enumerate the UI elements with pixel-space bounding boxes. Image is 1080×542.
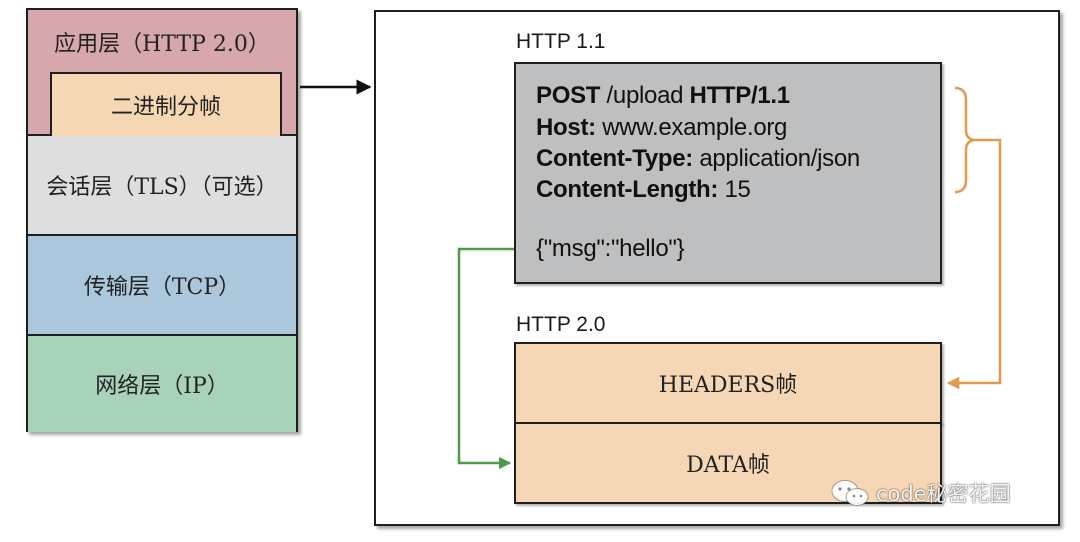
request-version: HTTP/1.1 <box>689 82 791 109</box>
content-type-header: Content-Type: application/json <box>536 145 860 173</box>
network-layer-label: 网络层（IP） <box>95 374 229 399</box>
session-layer-label: 会话层（TLS）（可选） <box>46 175 278 200</box>
http2-label: HTTP 2.0 <box>516 313 606 336</box>
protocol-stack: 应用层（HTTP 2.0） 二进制分帧 会话层（TLS）（可选） 传输层（TCP… <box>26 8 298 432</box>
network-layer: 网络层（IP） <box>28 336 296 432</box>
content-type-value: application/json <box>692 145 860 172</box>
http11-label: HTTP 1.1 <box>516 30 606 53</box>
content-length-key: Content-Length: <box>536 176 719 203</box>
request-method: POST <box>536 82 601 109</box>
watermark-text: code秘密花园 <box>876 482 1011 506</box>
http11-request-box: POST /upload HTTP/1.1 Host: www.example.… <box>514 62 942 284</box>
host-header-value: www.example.org <box>595 114 788 141</box>
transport-layer-label: 传输层（TCP） <box>83 275 241 300</box>
request-path: /upload <box>600 82 690 109</box>
watermark: code秘密花园 <box>830 478 1011 508</box>
application-layer-label: 应用层（HTTP 2.0） <box>54 32 270 57</box>
host-header-key: Host: <box>536 114 596 141</box>
request-line: POST /upload HTTP/1.1 <box>536 82 790 110</box>
content-length-value: 15 <box>718 176 751 203</box>
wechat-icon <box>831 480 869 506</box>
content-type-key: Content-Type: <box>536 145 693 172</box>
data-frame-label: DATA帧 <box>686 453 770 478</box>
request-body: {"msg":"hello"} <box>536 235 685 262</box>
binary-framing-layer: 二进制分帧 <box>50 72 282 136</box>
data-frame: DATA帧 <box>514 422 942 504</box>
headers-frame-label: HEADERS帧 <box>658 373 798 398</box>
content-length-header: Content-Length: 15 <box>536 176 751 204</box>
binary-framing-label: 二进制分帧 <box>110 95 221 120</box>
headers-frame: HEADERS帧 <box>514 342 942 424</box>
host-header: Host: www.example.org <box>536 114 787 142</box>
transport-layer: 传输层（TCP） <box>28 236 296 336</box>
session-layer: 会话层（TLS）（可选） <box>28 136 296 236</box>
